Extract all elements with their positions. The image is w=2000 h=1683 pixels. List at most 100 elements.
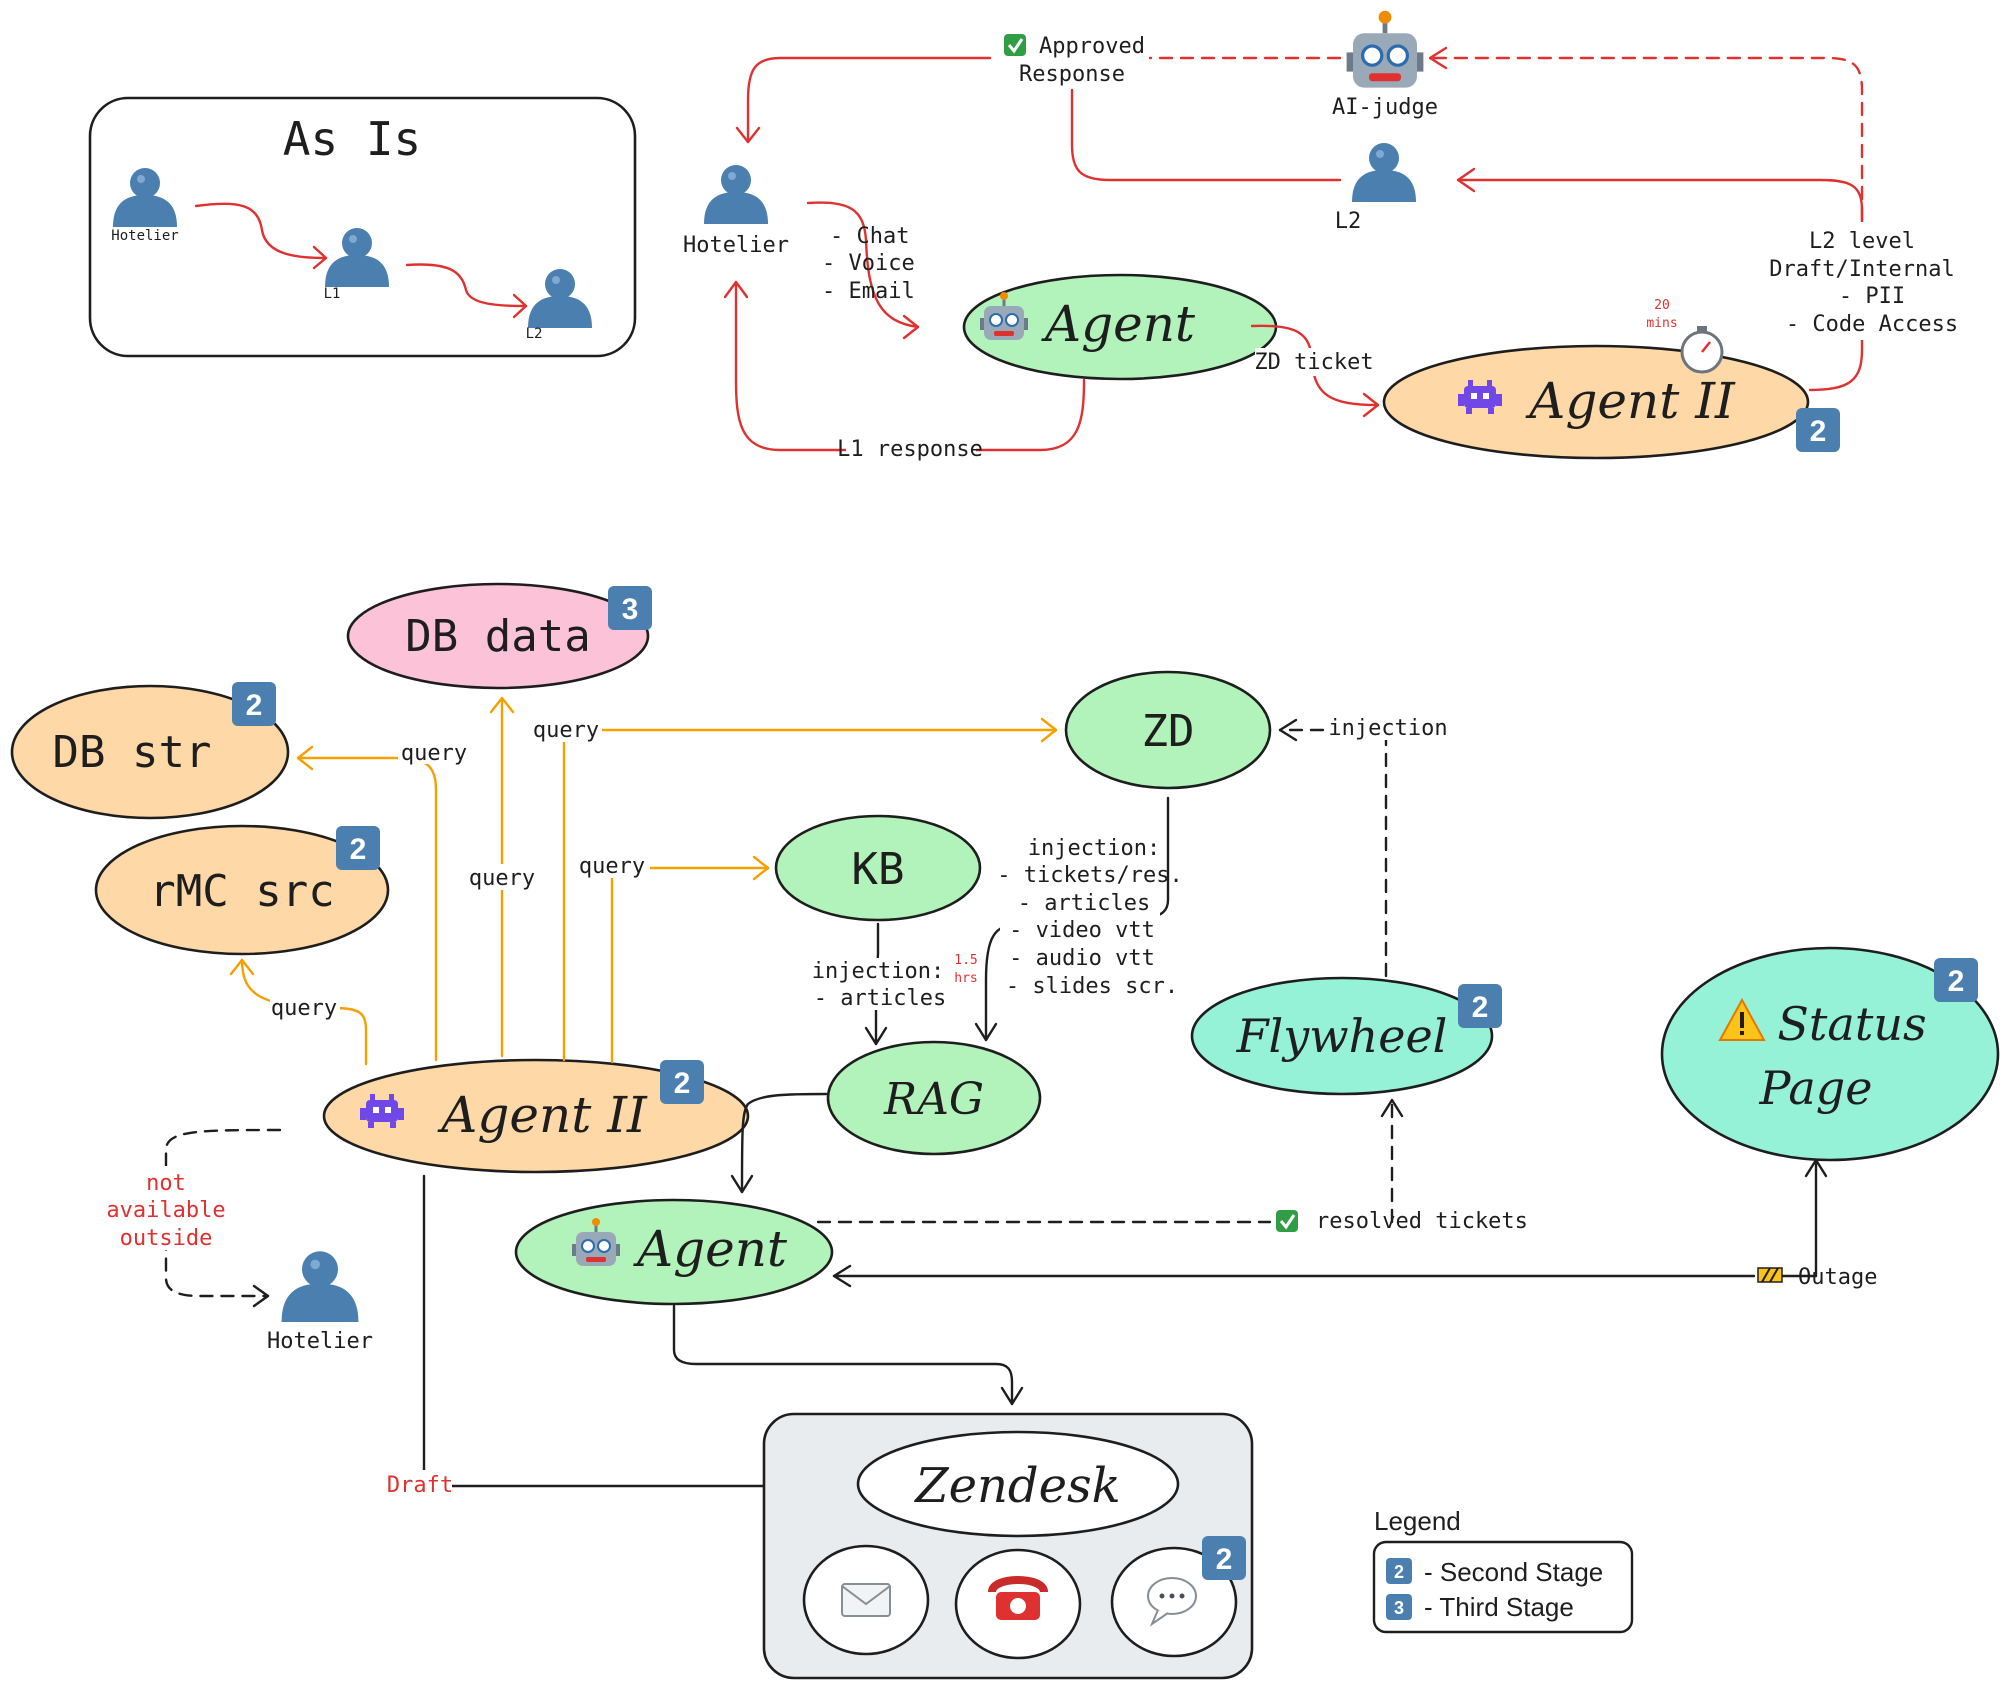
bottom-hotelier-person-icon [281, 1251, 359, 1322]
available-label: available [106, 1198, 225, 1223]
flywheel-node [1190, 976, 1494, 1096]
as-is-arrowhead [512, 293, 528, 319]
edge-rag-agent [740, 1092, 828, 1194]
edge-agent-zendesk [672, 1304, 1014, 1406]
label-bg [1000, 832, 1160, 1002]
kb-timer-value: 1.5 [954, 953, 977, 968]
zendesk-label: Zendesk [913, 1458, 1121, 1514]
label-bg [530, 716, 602, 742]
legend-third-stage: - Third Stage [1424, 1592, 1574, 1622]
svg-text:2: 2 [246, 689, 263, 722]
channel-voice: - Voice [822, 251, 915, 276]
svg-text:2: 2 [350, 833, 367, 866]
rmc-src-label: rMC src [149, 866, 334, 917]
arrowhead [730, 1174, 754, 1194]
outside-label: outside [120, 1226, 213, 1251]
l2-level-pii: - PII [1839, 284, 1905, 309]
legend-badge-third: 3 [1386, 1594, 1412, 1620]
db-str-stage-badge: 2 [232, 682, 276, 726]
bottom-agent-label: Agent [633, 1220, 788, 1278]
query-label-zd: query [533, 718, 599, 743]
edge-l1-response [734, 280, 1086, 452]
edge-hotelier-agent [806, 201, 920, 329]
arrowhead [1000, 1386, 1024, 1406]
rmc-src-node [94, 824, 390, 956]
arrowhead [752, 855, 770, 881]
kb-injection-title: injection: [812, 959, 944, 984]
query-label-db-data: query [469, 866, 535, 891]
arrowhead [864, 1026, 888, 1046]
rmc-src-stage-badge: 2 [336, 826, 380, 870]
flywheel-label: Flywheel [1236, 1009, 1448, 1063]
svg-text:2: 2 [1472, 991, 1489, 1024]
arrowhead [832, 1264, 852, 1288]
arrowhead [1804, 1158, 1828, 1178]
top-agent2-label: Agent II [1525, 372, 1736, 430]
status-page-label-line1: Status [1777, 997, 1926, 1051]
arrowhead [735, 126, 761, 144]
legend-second-stage: - Second Stage [1424, 1557, 1603, 1587]
edge-query-kb [610, 866, 770, 1064]
db-data-node [346, 582, 650, 690]
svg-text:2: 2 [674, 1067, 691, 1100]
legend-badge-second: 2 [1386, 1558, 1412, 1584]
svg-text:2: 2 [1948, 965, 1965, 998]
top-agent2-stage-badge: 2 [1796, 408, 1840, 452]
status-page-label-line2: Page [1759, 1061, 1873, 1115]
arrowhead [1362, 392, 1380, 418]
label-bg [104, 1166, 228, 1250]
as-is-l1-label: L1 [324, 286, 341, 302]
zd-injection-tickets: - tickets/res. [997, 863, 1182, 888]
label-bg [466, 864, 538, 890]
email-envelope-icon [841, 1583, 891, 1617]
top-agent-label: Agent [1041, 295, 1196, 353]
svg-text:2: 2 [1216, 1543, 1233, 1576]
zd-injection-slides: - slides scr. [1006, 974, 1178, 999]
channel-chat: - Chat [830, 224, 909, 249]
as-is-arrowhead [312, 245, 328, 270]
status-page-node [1660, 946, 2000, 1162]
check-mark-icon [1004, 34, 1026, 56]
rag-label: RAG [883, 1074, 984, 1125]
zendesk-node [856, 1430, 1180, 1538]
top-timer-unit: mins [1646, 316, 1677, 331]
top-l2-person-icon [1352, 143, 1416, 202]
arrowhead [902, 314, 920, 340]
not-label: not [146, 1171, 186, 1196]
svg-text:2: 2 [1810, 415, 1827, 448]
zd-injection-audio: - audio vtt [1009, 946, 1155, 971]
query-label-kb: query [579, 854, 645, 879]
telephone-icon [988, 1576, 1048, 1620]
l2-level-draft: Draft/Internal [1769, 257, 1954, 282]
flywheel-stage-badge: 2 [1458, 984, 1502, 1028]
kb-label: KB [852, 844, 905, 895]
legend-title: Legend [1374, 1506, 1461, 1536]
zd-injection-title: injection: [1028, 836, 1160, 861]
arrowhead [1456, 167, 1476, 193]
zd-node [1064, 670, 1272, 790]
edge-l2-approved [1070, 88, 1342, 182]
arrowhead [1040, 717, 1058, 743]
ai-judge-label: AI-judge [1332, 95, 1438, 120]
arrowhead [1380, 1098, 1404, 1118]
label-bg [1326, 714, 1450, 740]
arrowhead [296, 745, 314, 771]
arrowhead [229, 958, 255, 976]
edge-agent2-ai-judge [1428, 56, 1864, 222]
arrowhead [1278, 718, 1298, 742]
label-bg [578, 852, 650, 878]
as-is-l2-label: L2 [526, 326, 543, 342]
l2-level-title: L2 level [1809, 229, 1915, 254]
resolved-tickets-label: resolved tickets [1316, 1209, 1528, 1234]
l1-response-label: L1 response [837, 437, 983, 462]
zd-injection-articles: - articles [1018, 891, 1150, 916]
zd-ticket-label: ZD ticket [1254, 350, 1373, 375]
arrowhead [723, 280, 749, 299]
db-data-label: DB data [405, 611, 590, 662]
top-hotelier-label: Hotelier [683, 233, 789, 258]
svg-text:3: 3 [1394, 1598, 1404, 1618]
db-str-label: DB str [53, 727, 212, 778]
label-bg [812, 958, 944, 1010]
status-page-stage-badge: 2 [1934, 958, 1978, 1002]
